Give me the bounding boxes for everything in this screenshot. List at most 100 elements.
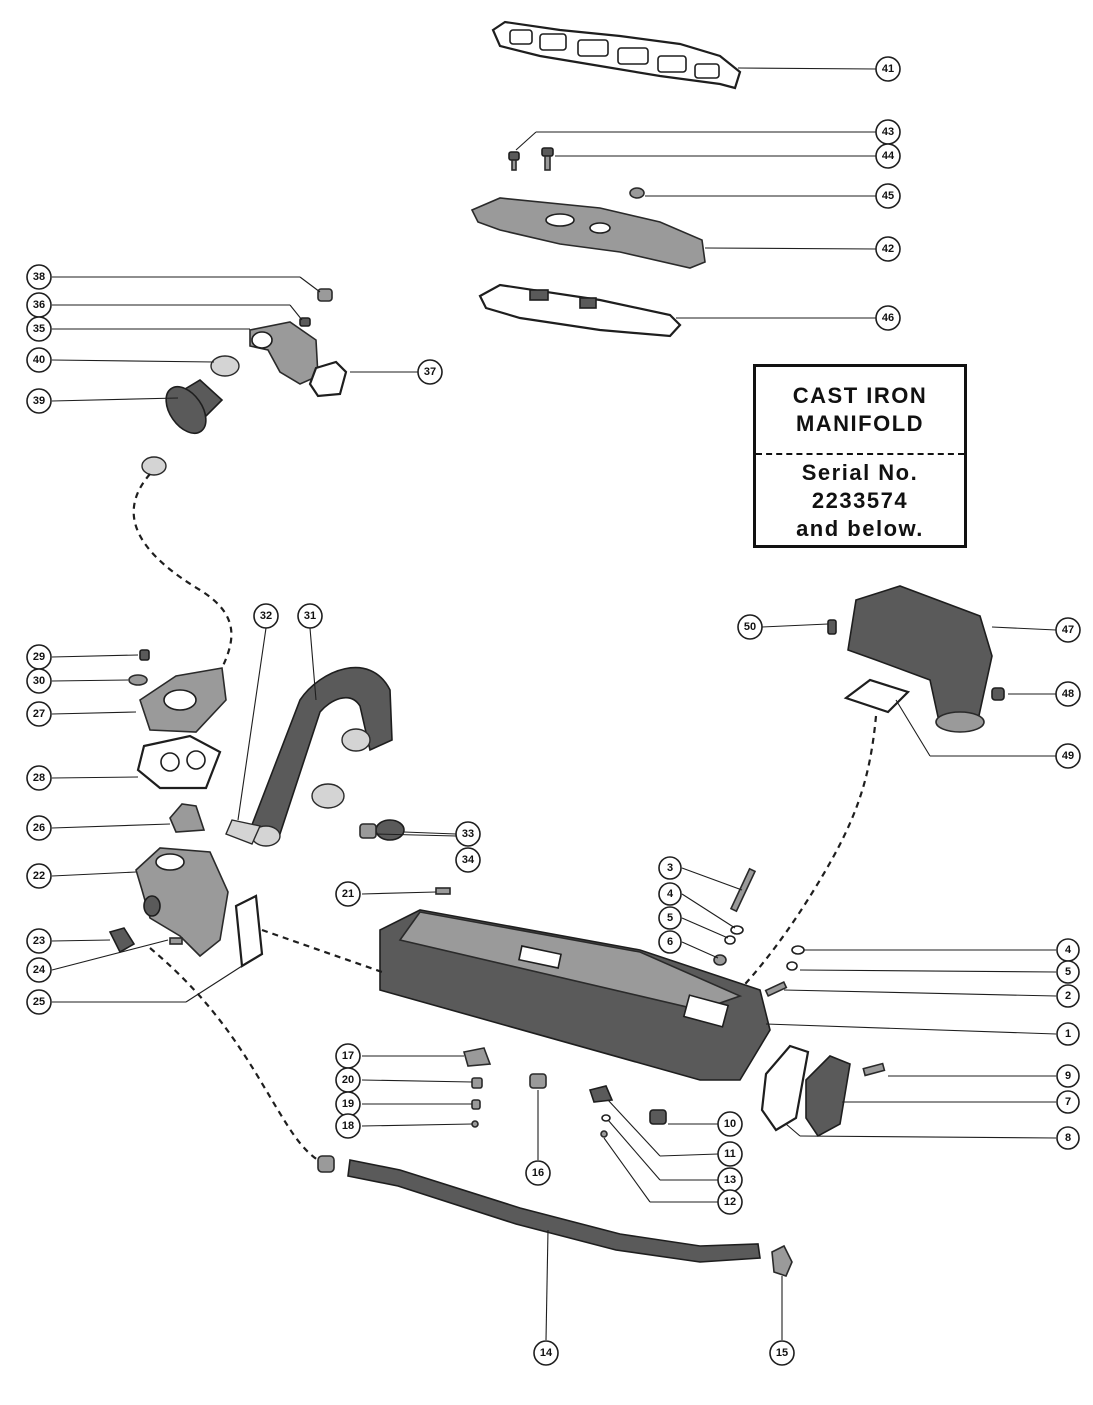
part-44-bolt: [541, 147, 554, 171]
part-10-plug: [649, 1109, 667, 1125]
callout-50: 50: [737, 614, 763, 640]
callout-49: 49: [1055, 743, 1081, 769]
leader-lines: [51, 67, 1057, 1341]
serial-range: and below.: [796, 516, 924, 541]
svg-text:42: 42: [882, 243, 894, 255]
svg-text:48: 48: [1062, 688, 1074, 700]
hose-route-line: [132, 473, 233, 669]
callout-15: 15: [769, 1340, 795, 1366]
part-43-bolt: [508, 151, 520, 171]
part-19-fitting: [471, 1099, 481, 1110]
hose-31-end-2: [341, 728, 371, 752]
svg-text:5: 5: [667, 912, 673, 924]
svg-text:4: 4: [1065, 944, 1072, 956]
svg-text:38: 38: [33, 271, 45, 283]
svg-text:1: 1: [1065, 1028, 1071, 1040]
callout-7: 7: [1056, 1090, 1080, 1114]
callout-32: 32: [253, 603, 279, 629]
svg-text:23: 23: [33, 935, 45, 947]
callout-48: 48: [1055, 681, 1081, 707]
part-7-cover-plate: [805, 1055, 851, 1138]
part-4-washer-b: [791, 945, 805, 955]
part-17-fitting: [462, 1047, 492, 1067]
part-47-exhaust-elbow: [847, 585, 993, 733]
callout-23: 23: [26, 928, 52, 954]
callout-12: 12: [717, 1189, 743, 1215]
callout-2: 2: [1056, 984, 1080, 1008]
svg-text:3: 3: [667, 862, 673, 874]
callout-42: 42: [875, 236, 901, 262]
svg-text:50: 50: [744, 621, 756, 633]
part-36-screw: [299, 317, 311, 327]
svg-text:41: 41: [882, 63, 894, 75]
callout-47: 47: [1055, 617, 1081, 643]
part-50-bolt: [827, 619, 837, 635]
callout-33: 33: [455, 821, 481, 847]
svg-text:20: 20: [342, 1074, 354, 1086]
svg-text:18: 18: [342, 1120, 354, 1132]
title-line-1: CAST IRON: [792, 383, 928, 408]
part-24-screw: [169, 937, 183, 945]
part-26-thermostat: [169, 803, 206, 833]
part-2-bolt: [764, 980, 788, 998]
part-15-fitting: [771, 1244, 793, 1277]
model-title-box: CAST IRON MANIFOLD Serial No. 2233574 an…: [753, 364, 967, 548]
callout-43: 43: [875, 119, 901, 145]
svg-text:49: 49: [1062, 750, 1074, 762]
svg-text:47: 47: [1062, 624, 1074, 636]
callout-21: 21: [335, 881, 361, 907]
svg-text:14: 14: [540, 1347, 553, 1359]
svg-text:24: 24: [33, 964, 46, 976]
svg-text:9: 9: [1065, 1070, 1071, 1082]
callout-17: 17: [335, 1043, 361, 1069]
callout-24: 24: [26, 957, 52, 983]
svg-text:39: 39: [33, 395, 45, 407]
callout-39: 39: [26, 388, 52, 414]
part-25-gasket: [234, 894, 264, 968]
callout-34: 34: [455, 847, 481, 873]
title-box-top: CAST IRON MANIFOLD: [756, 367, 964, 455]
svg-text:21: 21: [342, 888, 354, 900]
svg-text:5: 5: [1065, 966, 1071, 978]
serial-label: Serial No.: [801, 460, 919, 485]
svg-text:7: 7: [1065, 1096, 1071, 1108]
callout-46: 46: [875, 305, 901, 331]
part-42-cover-plate: [470, 197, 706, 269]
svg-text:19: 19: [342, 1098, 354, 1110]
svg-text:44: 44: [882, 150, 895, 162]
part-9-screw: [862, 1062, 886, 1077]
callout-19: 19: [335, 1091, 361, 1117]
svg-text:37: 37: [424, 366, 436, 378]
part-30-washer: [128, 674, 148, 686]
callout-27: 27: [26, 701, 52, 727]
svg-text:15: 15: [776, 1347, 788, 1359]
part-38-fitting: [317, 288, 333, 302]
svg-text:26: 26: [33, 822, 45, 834]
part-22-housing: [135, 847, 229, 958]
part-37-gasket: [308, 360, 348, 398]
callout-36: 36: [26, 292, 52, 318]
svg-text:6: 6: [667, 936, 673, 948]
svg-text:29: 29: [33, 651, 45, 663]
part-34-clamp: [359, 823, 377, 839]
callout-11: 11: [717, 1141, 743, 1167]
svg-text:32: 32: [260, 610, 272, 622]
svg-text:13: 13: [724, 1174, 736, 1186]
svg-text:25: 25: [33, 996, 45, 1008]
part-16-plug: [529, 1073, 547, 1089]
part-11-fitting: [588, 1085, 614, 1103]
svg-text:45: 45: [882, 190, 894, 202]
part-41-manifold-gasket: [491, 20, 742, 90]
part-27-thermostat-housing: [139, 667, 227, 733]
callout-28: 28: [26, 765, 52, 791]
callout-5-right: 5: [1056, 960, 1080, 984]
part-12-fitting: [600, 1130, 608, 1138]
callout-18: 18: [335, 1113, 361, 1139]
drain-route-line: [149, 947, 325, 1165]
svg-text:16: 16: [532, 1167, 544, 1179]
part-33-hose: [375, 819, 405, 841]
callout-45: 45: [875, 183, 901, 209]
callout-10: 10: [717, 1111, 743, 1137]
part-14-hose: [347, 1159, 761, 1263]
